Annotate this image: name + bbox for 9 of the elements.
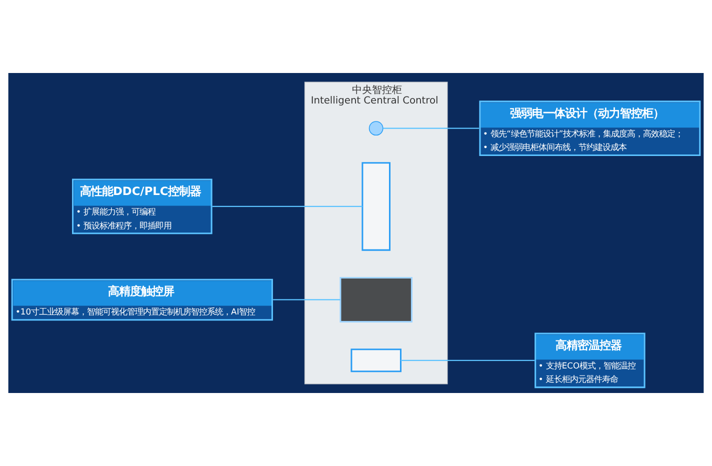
node-box <box>362 162 390 251</box>
connector <box>212 206 362 208</box>
cluster: 中央智控柜 Intelligent Central Control <box>304 82 448 384</box>
node-circle <box>368 121 384 136</box>
node-box <box>350 348 402 372</box>
connector <box>273 299 340 300</box>
node-box <box>340 276 412 322</box>
connector <box>382 128 480 129</box>
connector <box>400 360 534 361</box>
